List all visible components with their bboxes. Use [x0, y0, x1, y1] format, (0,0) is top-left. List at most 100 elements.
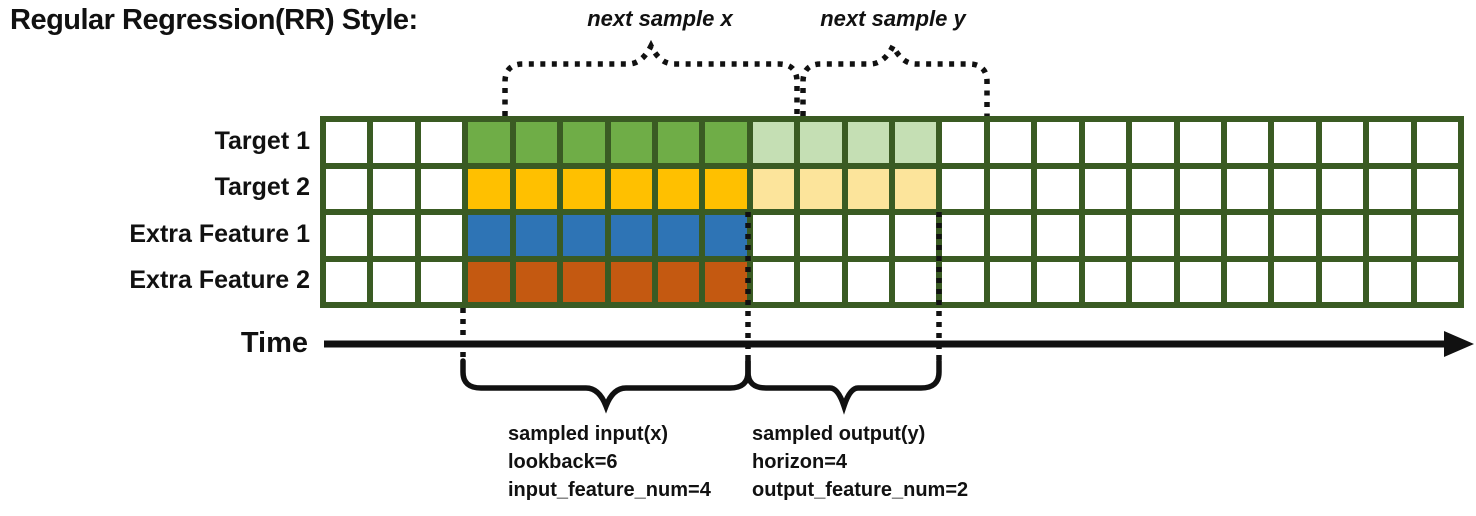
- grid-cell: [989, 261, 1032, 302]
- grid-cell: [657, 215, 700, 256]
- grid-cell: [1132, 215, 1174, 256]
- grid-cell: [326, 122, 368, 163]
- grid-cell: [1321, 215, 1364, 256]
- grid-cell: [1416, 215, 1458, 256]
- grid-cell: [1226, 168, 1269, 209]
- grid-cell: [1132, 122, 1174, 163]
- grid-cell: [705, 215, 747, 256]
- next-sample-y-brace: [800, 39, 990, 116]
- grid-cell: [800, 261, 842, 302]
- grid-cell: [1179, 261, 1221, 302]
- grid-cell: [800, 122, 842, 163]
- grid-cell: [610, 261, 652, 302]
- grid-cell: [1321, 168, 1364, 209]
- output-sample-line-1: sampled output(y): [752, 423, 926, 445]
- grid-cell: [1416, 168, 1458, 209]
- grid-cell: [1226, 215, 1269, 256]
- grid-cell: [326, 168, 368, 209]
- grid-cell: [1084, 122, 1127, 163]
- grid-cell: [420, 261, 463, 302]
- grid-cell: [1132, 168, 1174, 209]
- grid-cell: [989, 168, 1032, 209]
- grid-cell: [1084, 168, 1127, 209]
- grid-cell: [800, 215, 842, 256]
- grid-cell: [1274, 261, 1316, 302]
- input-sample-line-2: lookback=6: [508, 451, 618, 473]
- grid-cell: [705, 122, 747, 163]
- input-sample-text: sampled input(x) lookback=6 input_featur…: [508, 420, 711, 504]
- grid-cell: [515, 261, 558, 302]
- grid-cell: [420, 122, 463, 163]
- grid-cell: [847, 168, 889, 209]
- grid-cell: [563, 215, 605, 256]
- grid-cell: [1369, 122, 1411, 163]
- grid-cell: [563, 122, 605, 163]
- row-label-target-1: Target 1: [214, 127, 310, 155]
- grid-cell: [1321, 261, 1364, 302]
- grid-cell: [468, 168, 510, 209]
- grid-cell: [1369, 215, 1411, 256]
- grid-cell: [1037, 122, 1079, 163]
- grid-cell: [1226, 261, 1269, 302]
- grid-cell: [895, 215, 937, 256]
- grid-cell: [1132, 261, 1174, 302]
- input-sample-line-1: sampled input(x): [508, 423, 669, 445]
- grid-cell: [515, 122, 558, 163]
- grid-cell: [1084, 215, 1127, 256]
- grid-cell: [989, 215, 1032, 256]
- grid-cell: [800, 168, 842, 209]
- grid-cell: [468, 215, 510, 256]
- grid-cell: [657, 168, 700, 209]
- grid-cell: [942, 215, 984, 256]
- input-sample-line-3: input_feature_num=4: [508, 479, 711, 501]
- grid-cell: [1274, 168, 1316, 209]
- grid-cell: [468, 261, 510, 302]
- grid-cell: [1416, 261, 1458, 302]
- grid-cell: [847, 215, 889, 256]
- grid-cell: [515, 215, 558, 256]
- grid-cell: [373, 261, 415, 302]
- grid-cell: [610, 168, 652, 209]
- sample-grid: [320, 116, 1464, 308]
- grid-cell: [610, 215, 652, 256]
- grid-cell: [610, 122, 652, 163]
- output-sample-text: sampled output(y) horizon=4 output_featu…: [752, 420, 968, 504]
- grid-cell: [1369, 168, 1411, 209]
- grid-cell: [420, 168, 463, 209]
- grid-cell: [373, 168, 415, 209]
- grid-cell: [1037, 168, 1079, 209]
- time-axis-label: Time: [240, 327, 308, 359]
- next-sample-x-label: next sample x: [587, 6, 733, 31]
- grid-cell: [563, 261, 605, 302]
- grid-cell: [895, 261, 937, 302]
- grid-cell: [1179, 122, 1221, 163]
- sampled-output-brace: [745, 358, 942, 415]
- grid-cell: [752, 168, 795, 209]
- grid-cell: [563, 168, 605, 209]
- grid-cell: [373, 215, 415, 256]
- grid-cell: [1226, 122, 1269, 163]
- sampled-input-brace: [460, 358, 751, 414]
- page-title: Regular Regression(RR) Style:: [10, 4, 418, 36]
- grid-cell: [1369, 261, 1411, 302]
- grid-cell: [1321, 122, 1364, 163]
- output-sample-line-3: output_feature_num=2: [752, 479, 969, 501]
- grid-cell: [657, 122, 700, 163]
- grid-cell: [515, 168, 558, 209]
- grid-cell: [942, 261, 984, 302]
- grid-cell: [1037, 215, 1079, 256]
- row-label-extra-feature-1: Extra Feature 1: [129, 220, 310, 248]
- grid-cell: [847, 261, 889, 302]
- grid-cell: [942, 122, 984, 163]
- grid-cell: [1416, 122, 1458, 163]
- grid-cell: [752, 215, 795, 256]
- grid-cell: [326, 261, 368, 302]
- grid-cell: [1179, 215, 1221, 256]
- row-label-extra-feature-2: Extra Feature 2: [129, 266, 310, 294]
- grid-cell: [705, 261, 747, 302]
- grid-cell: [752, 261, 795, 302]
- grid-cell: [1037, 261, 1079, 302]
- grid-cell: [895, 122, 937, 163]
- grid-cell: [895, 168, 937, 209]
